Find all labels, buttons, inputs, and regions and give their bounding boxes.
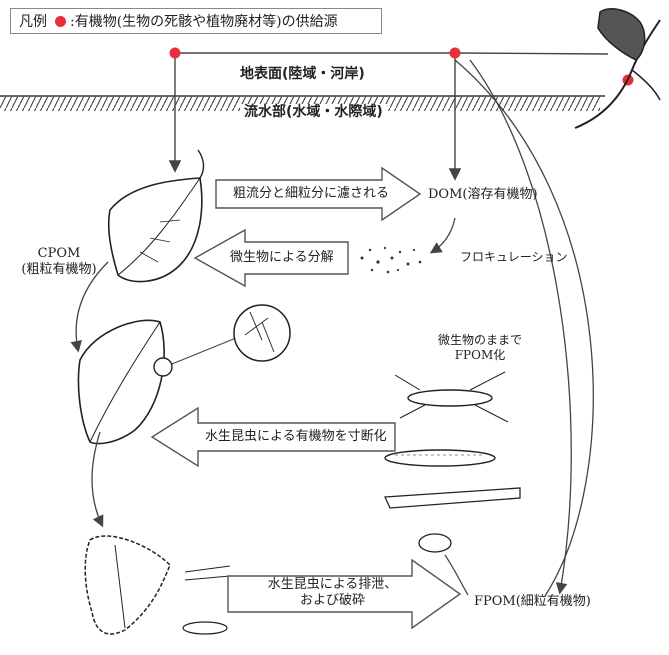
microbe-fpom-label: 微生物のままで FPOM化 bbox=[420, 333, 540, 363]
insect-excretion-line2: および破砕 bbox=[250, 593, 415, 609]
insect-shredding-label: 水生昆虫による有機物を寸断化 bbox=[205, 429, 387, 445]
filtration-label: 粗流分と細粒分に濾される bbox=[233, 186, 389, 202]
legend-box: 凡例 :有機物(生物の死骸や植物廃材等)の供給源 bbox=[10, 8, 382, 34]
flocculation-arrow bbox=[432, 218, 455, 252]
source-dot-left bbox=[170, 48, 181, 59]
legend-marker-icon bbox=[55, 16, 66, 27]
flocculation-label: フロキュレーション bbox=[460, 250, 568, 265]
surface-zone-label: 地表面(陸域・河岸) bbox=[240, 66, 365, 84]
stream-zone-label: 流水部(水域・水際域) bbox=[240, 104, 387, 122]
magnified-view bbox=[234, 305, 290, 361]
cpom-line1: CPOM bbox=[14, 246, 104, 262]
leaf-illustration-1 bbox=[109, 150, 204, 282]
leaf-illustration-3 bbox=[85, 536, 170, 634]
microbe-fpom-line1: 微生物のままで bbox=[420, 333, 540, 348]
legend-text: :有機物(生物の死骸や植物廃材等)の供給源 bbox=[70, 11, 338, 31]
microbe-fpom-line2: FPOM化 bbox=[420, 348, 540, 363]
particle-cloud bbox=[361, 247, 422, 273]
source-dot-right bbox=[450, 48, 461, 59]
insect-excretion-label: 水生昆虫による排泄、 および破砕 bbox=[250, 577, 415, 610]
cpom-line2: (粗粒有機物) bbox=[14, 262, 104, 278]
legend-prefix: 凡例 bbox=[19, 11, 47, 31]
cpom-label: CPOM (粗粒有機物) bbox=[14, 246, 104, 279]
insect-excretion-line1: 水生昆虫による排泄、 bbox=[250, 577, 415, 593]
fpom-label: FPOM(細粒有機物) bbox=[474, 594, 591, 610]
microbial-decomposition-label: 微生物による分解 bbox=[230, 250, 334, 266]
dom-label: DOM(溶存有機物) bbox=[428, 187, 538, 203]
